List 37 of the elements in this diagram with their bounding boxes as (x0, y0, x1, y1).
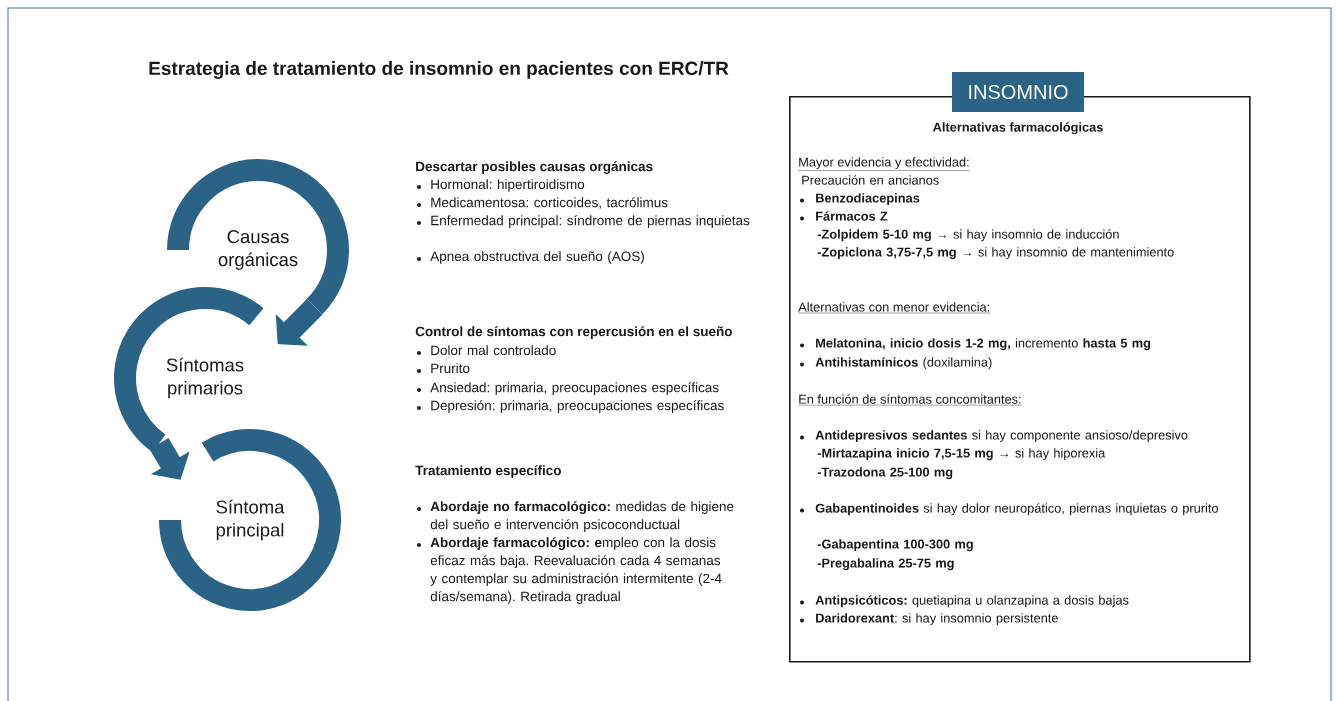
section-heading: Alternativas con menor evidencia: (798, 302, 991, 314)
section-heading: Control de síntomas con repercusión en el sueño (415, 326, 732, 339)
list-item: Antidepresivos sedantes si hay componente ansioso/depresivo (800, 430, 1188, 443)
list-item: Antipsicóticos: quetiapina u olanzapina a dosis bajas (800, 595, 1129, 608)
list-text: -Zopiclona 3,75-7,5 mg → si hay insomnio de mantenimiento (817, 247, 1174, 260)
list-item: Medicamentosa: corticoides, tacrólimus (417, 197, 668, 209)
list-item: Ansiedad: primaria, preocupaciones específicas (417, 382, 719, 395)
list-text: -Pregabalina 25-75 mg (817, 558, 954, 571)
list-item: Hormonal: hipertiroidismo (417, 179, 585, 192)
list-item: Fármacos Z (800, 211, 888, 221)
list-text: -Trazodona 25-100 mg (817, 467, 953, 480)
section-heading: En función de síntomas concomitantes: (798, 394, 1022, 406)
list-item: Prurito (417, 363, 470, 374)
cycle-arrow (149, 438, 190, 480)
list-text: -Zolpidem 5-10 mg → si hay insomnio de inducción (817, 229, 1119, 242)
list-item: Melatonina, inicio dosis 1-2 mg, incremento hasta 5 mg (800, 338, 1151, 351)
list-text: -Mirtazapina inicio 7,5-15 mg → si hay hiporexia (817, 448, 1106, 461)
section-heading: Alternativas farmacológicas (932, 122, 1103, 135)
list-text: -Gabapentina 100-300 mg (817, 539, 973, 552)
section-heading: Descartar posibles causas orgánicas (416, 161, 653, 174)
list-item: Antihistamínicos (doxilamina) (800, 357, 992, 370)
cycle-ring: Síntoma principal (159, 429, 341, 611)
list-item: Enfermedad principal: síndrome de piernas inquietas (417, 215, 750, 228)
list-item: Daridorexant: si hay insomnio persistente (800, 613, 1058, 626)
cycle-ring: Síntomas primarios (114, 287, 263, 453)
list-item: Apnea obstructiva del sueño (AOS) (417, 251, 644, 264)
list-text: Precaución en ancianos (802, 175, 939, 185)
list-item: Benzodiacepinas (800, 193, 920, 206)
list-item: Abordaje farmacológico: empleo con la dosis eficaz más baja. Reevaluación cada 4 semanas y contemplar su administración intermitente (2-4 días/semana). Retirada gradual (417, 537, 722, 604)
heading-tab: INSOMNIO (952, 72, 1084, 112)
list-item: Gabapentinoides si hay dolor neuropático, piernas inquietas o prurito (800, 503, 1218, 516)
title: Estrategia de tratamiento de insomnio en pacientes con ERC/TR (149, 61, 729, 79)
cycle-ring: Causas orgánicas (167, 159, 349, 315)
section-heading: Tratamiento específico (415, 465, 561, 478)
list-item: Depresión: primaria, preocupaciones específicas (417, 400, 724, 413)
list-item: Dolor mal controlado (417, 345, 556, 356)
section-heading: Mayor evidencia y efectividad: (798, 157, 970, 171)
